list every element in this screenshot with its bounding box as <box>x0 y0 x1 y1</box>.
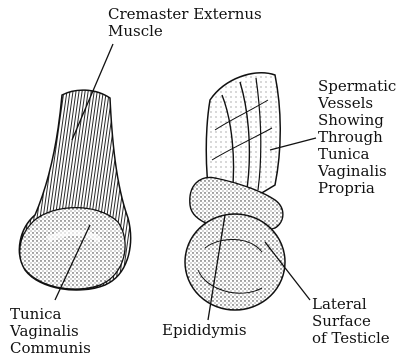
tunica-communis-sac <box>20 208 125 289</box>
label-line: Tunica <box>10 306 91 323</box>
label-line: Vaginalis <box>318 163 396 180</box>
label-line: Surface <box>312 313 390 330</box>
label-cremaster-externus: Cremaster Externus Muscle <box>108 6 262 40</box>
label-tunica-vaginalis-communis: Tunica Vaginalis Communis <box>10 306 91 357</box>
right-specimen <box>185 73 285 310</box>
label-line: Muscle <box>108 23 262 40</box>
testicle-lateral-surface <box>185 214 285 310</box>
label-lateral-surface: Lateral Surface of Testicle <box>312 296 390 347</box>
label-line: Lateral <box>312 296 390 313</box>
left-specimen <box>19 90 130 290</box>
label-line: Spermatic <box>318 78 396 95</box>
label-epididymis: Epididymis <box>162 322 247 339</box>
label-line: Vaginalis <box>10 323 91 340</box>
label-line: Showing <box>318 112 396 129</box>
label-line: Cremaster Externus <box>108 6 262 23</box>
label-line: of Testicle <box>312 330 390 347</box>
label-line: Through <box>318 129 396 146</box>
label-line: Communis <box>10 340 91 357</box>
label-spermatic-vessels: Spermatic Vessels Showing Through Tunica… <box>318 78 396 197</box>
label-line: Propria <box>318 180 396 197</box>
label-line: Tunica <box>318 146 396 163</box>
label-line: Epididymis <box>162 322 247 339</box>
label-line: Vessels <box>318 95 396 112</box>
